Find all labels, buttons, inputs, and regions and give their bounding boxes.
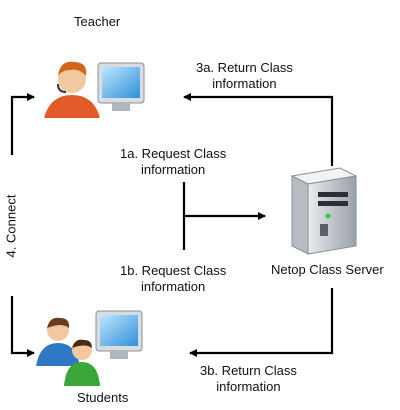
teacher-label: Teacher: [74, 14, 120, 30]
server-label: Netop Class Server: [271, 262, 384, 278]
connect-arrow-up: [10, 93, 35, 155]
students-computer-icon: [36, 310, 143, 386]
connect-arrow-down: [10, 296, 35, 357]
request-a-label: 1a. Request Class information: [120, 146, 226, 178]
return-b-arrow: [189, 288, 334, 357]
connect-label: 4. Connect: [3, 194, 18, 257]
server-label-text: Netop Class Server: [271, 262, 384, 277]
return-b-label: 3b. Return Class information: [200, 363, 297, 395]
students-label: Students: [77, 390, 128, 406]
students-label-text: Students: [77, 390, 129, 405]
return-b-line2: information: [216, 379, 281, 394]
teacher-label-text: Teacher: [74, 14, 121, 29]
request-a-line2: information: [140, 162, 206, 177]
teacher-computer-icon: [44, 61, 145, 118]
request-a-line1: 1a. Request Class: [120, 146, 227, 161]
return-a-line1: 3a. Return Class: [196, 60, 293, 75]
return-b-line1: 3b. Return Class: [200, 363, 297, 378]
request-b-line1: 1b. Request Class: [120, 263, 227, 278]
request-b-line2: information: [140, 279, 206, 294]
return-a-arrow: [183, 93, 334, 166]
server-tower-icon: [290, 167, 358, 255]
return-a-line2: information: [212, 76, 277, 91]
request-b-label: 1b. Request Class information: [120, 263, 226, 295]
return-a-label: 3a. Return Class information: [196, 60, 293, 92]
